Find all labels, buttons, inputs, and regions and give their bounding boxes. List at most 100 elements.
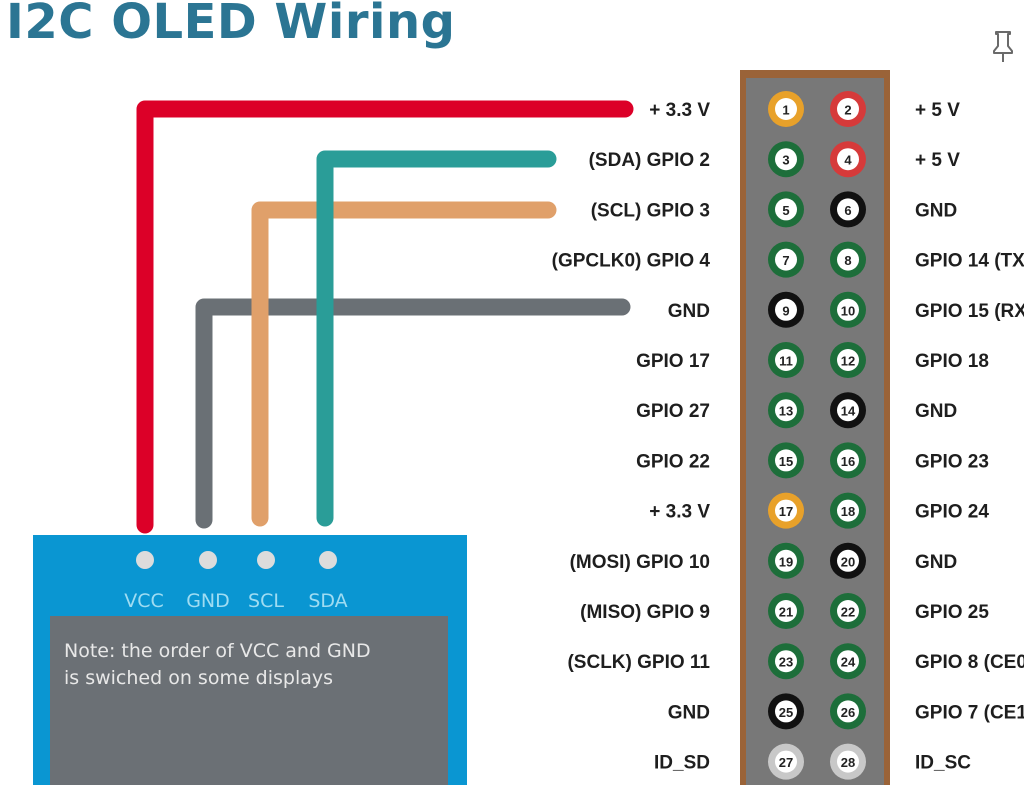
gpio-pin-11: 11 [768, 342, 804, 378]
gpio-pin-28: 28 [830, 743, 866, 780]
gpio-header-labels: + 3.3 V+ 5 V(SDA) GPIO 2+ 5 V(SCL) GPIO … [552, 100, 1024, 774]
pin-label-3: (SDA) GPIO 2 [589, 150, 710, 171]
gpio-pin-16: 16 [830, 442, 866, 479]
pin-center [775, 298, 797, 321]
gpio-pin-12: 12 [830, 342, 866, 378]
pin-center [837, 248, 859, 271]
pin-label-20: GND [915, 552, 957, 573]
pin-center [837, 600, 859, 622]
pin-number: 10 [841, 303, 855, 318]
pin-label-11: GPIO 17 [636, 351, 710, 372]
gpio-pin-14: 14 [830, 392, 866, 429]
gpio-pin-7: 7 [768, 241, 804, 278]
pin-label-17: + 3.3 V [649, 502, 710, 523]
pin-center [775, 750, 797, 773]
pin-center [775, 98, 797, 120]
oled-pin-label-sda: SDA [308, 590, 347, 612]
pin-number: 7 [782, 253, 789, 268]
pin-label-12: GPIO 18 [915, 351, 989, 372]
oled-pin-sda [319, 551, 337, 569]
pin-center [775, 349, 797, 371]
pin-center [775, 650, 797, 673]
pin-label-1: + 3.3 V [649, 100, 710, 121]
oled-pin-vcc [136, 551, 154, 569]
oled-pin-group: VCC GND SCL SDA [124, 551, 348, 612]
pin-center [837, 148, 859, 171]
gpio-pin-2: 2 [830, 91, 866, 127]
pin-label-16: GPIO 23 [915, 451, 989, 472]
pin-number: 14 [841, 404, 856, 419]
gpio-pin-26: 26 [830, 693, 866, 730]
oled-note-line-2: is swiched on some displays [64, 667, 333, 689]
pin-number: 28 [841, 755, 855, 770]
pin-label-27: ID_SD [654, 753, 710, 774]
gpio-pin-19: 19 [768, 542, 804, 579]
pin-center [775, 148, 797, 171]
pin-number: 16 [841, 454, 855, 469]
gpio-pin-9: 9 [768, 291, 804, 328]
gpio-pin-8: 8 [830, 241, 866, 278]
wire-sda [316, 150, 557, 527]
oled-pin-label-gnd: GND [186, 590, 230, 612]
oled-screen [50, 616, 448, 785]
wire-scl [251, 201, 557, 527]
pin-center [775, 248, 797, 271]
pin-number: 11 [779, 354, 793, 369]
pin-label-23: (SCLK) GPIO 11 [567, 652, 710, 673]
pin-center [837, 98, 859, 120]
pin-number: 17 [779, 504, 793, 519]
pin-label-14: GND [915, 401, 957, 422]
oled-pin-label-vcc: VCC [124, 590, 164, 612]
pin-number: 9 [782, 303, 789, 318]
pin-label-9: GND [668, 301, 710, 322]
pin-label-22: GPIO 25 [915, 602, 989, 623]
gpio-pin-13: 13 [768, 392, 804, 429]
pin-number: 2 [844, 103, 851, 118]
pin-center [837, 700, 859, 723]
pin-number: 6 [844, 203, 851, 218]
pin-center [837, 198, 859, 221]
oled-note-line-1: Note: the order of VCC and GND [64, 640, 371, 662]
pin-number: 25 [779, 705, 793, 720]
gpio-pin-3: 3 [768, 141, 804, 178]
pin-number: 21 [779, 605, 793, 620]
pin-center [837, 750, 859, 773]
pin-number: 13 [779, 404, 793, 419]
pin-center [775, 499, 797, 522]
pin-label-21: (MISO) GPIO 9 [580, 602, 710, 623]
gpio-pin-15: 15 [768, 442, 804, 479]
pin-number: 15 [779, 454, 793, 469]
gpio-pin-22: 22 [830, 593, 866, 629]
pin-label-15: GPIO 22 [636, 451, 710, 472]
pin-label-7: (GPCLK0) GPIO 4 [552, 251, 711, 272]
pin-number: 26 [841, 705, 855, 720]
pin-center [775, 549, 797, 572]
pin-label-5: (SCL) GPIO 3 [591, 200, 710, 221]
oled-pin-label-scl: SCL [248, 590, 284, 612]
pin-label-19: (MOSI) GPIO 10 [570, 552, 710, 573]
gpio-pin-4: 4 [830, 141, 866, 178]
pin-center [775, 198, 797, 221]
pin-number: 19 [779, 554, 793, 569]
pin-label-4: + 5 V [915, 150, 960, 171]
wire-group [136, 100, 634, 534]
pin-center [775, 600, 797, 622]
gpio-pin-1: 1 [768, 91, 804, 127]
gpio-pin-17: 17 [768, 492, 804, 529]
gpio-pin-10: 10 [830, 291, 866, 328]
pin-label-13: GPIO 27 [636, 401, 710, 422]
pin-number: 18 [841, 504, 855, 519]
pin-label-6: GND [915, 200, 957, 221]
pin-number: 23 [779, 655, 793, 670]
pin-icon [993, 31, 1013, 62]
pin-label-10: GPIO 15 (RXD) [915, 301, 1024, 322]
gpio-pin-18: 18 [830, 492, 866, 529]
pin-center [837, 349, 859, 371]
pin-number: 1 [782, 103, 789, 118]
pin-center [837, 499, 859, 522]
pin-center [837, 399, 859, 422]
pin-button[interactable] [988, 30, 1018, 64]
pin-center [837, 298, 859, 321]
